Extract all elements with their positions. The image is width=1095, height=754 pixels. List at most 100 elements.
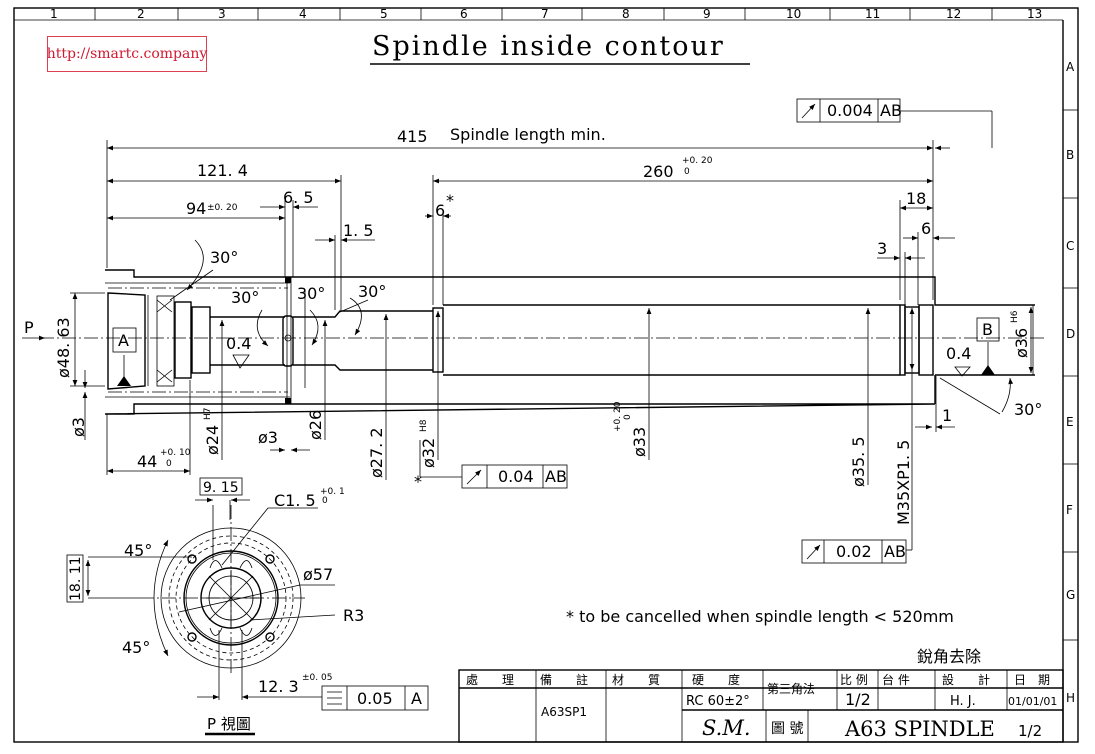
spindle-section: [40, 269, 1045, 415]
runout-icon: [801, 103, 816, 119]
star-mark: *: [414, 472, 422, 491]
dim-dia-33-tol-up: +0. 20: [613, 401, 623, 432]
dimension-texts: 415 Spindle length min. 121. 4 260 +0. 2…: [24, 125, 1042, 525]
p-view-caption: P 視圖: [207, 715, 251, 733]
dim-dia-3: ø3: [258, 428, 278, 447]
row-ruler: A B C D E F G H: [1066, 60, 1075, 705]
gdt-datum: AB: [884, 542, 906, 561]
watermark-link[interactable]: http://smartc.company: [47, 36, 207, 72]
dim-6-star: 6: [435, 201, 445, 220]
column-label: 5: [380, 7, 388, 21]
drawing-number: A63 SPINDLE: [844, 717, 995, 741]
gdt-value: 0.02: [836, 542, 872, 561]
column-label: 2: [137, 7, 145, 21]
gdt-datum: A: [411, 689, 422, 708]
drawing-number-label: 圖 號: [771, 721, 803, 737]
dim-18: 18: [906, 189, 926, 208]
dim-12-3: 12. 3: [258, 677, 299, 696]
column-label: 1: [50, 7, 58, 21]
dim-c1-5-tol-lo: 0: [322, 496, 328, 506]
angle-30: 30°: [210, 248, 238, 267]
hardness-value: RC 60±2°: [686, 694, 750, 709]
dim-121: 121. 4: [197, 161, 248, 180]
header-date: 日 期: [1014, 673, 1050, 687]
runout-icon: [466, 469, 482, 485]
column-label: 9: [703, 7, 711, 21]
dim-260: 260: [643, 162, 674, 181]
header-quantity: 台 件: [882, 672, 910, 687]
dim-6: 6: [921, 219, 931, 238]
dim-18-11: 18. 11: [68, 556, 84, 601]
dim-dia-33-tol-lo: 0: [623, 414, 633, 420]
dim-c1-5-tol-up: +0. 1: [320, 487, 345, 497]
dim-dia-24: ø24: [203, 425, 222, 455]
dim-260-tol-lo: 0: [684, 167, 690, 177]
view-arrow-p: P: [24, 318, 34, 337]
row-label: H: [1066, 691, 1075, 705]
column-label: 13: [1027, 7, 1042, 21]
column-label: 12: [946, 7, 961, 21]
dim-dia-33: ø33: [630, 427, 649, 457]
header-hardness: 硬 度: [692, 672, 740, 687]
dim-dia-48: ø48. 63: [54, 317, 73, 378]
datum-a: A: [118, 331, 129, 350]
company-name: S.M.: [702, 716, 751, 740]
dim-r3: R3: [343, 606, 364, 625]
gdt-value: 0.04: [498, 467, 534, 486]
angle-30: 30°: [231, 288, 259, 307]
column-label: 4: [299, 7, 307, 21]
dim-dia-3-left: ø3: [69, 417, 88, 437]
angle-45: 45°: [122, 638, 150, 657]
dim-260-tol-up: +0. 20: [682, 156, 713, 166]
title-block: 處 理 備 註 材 質 硬 度 第三角法 比 例 台 件 設 計 日 期 A63…: [458, 669, 1064, 743]
dim-dia-36: ø36: [1012, 328, 1031, 358]
gdt-symmetry: 0.05 A: [321, 685, 429, 711]
column-ruler: 1 2 3 4 5 6 7 8 9 10 11 12 13: [50, 7, 1042, 21]
column-label: 3: [218, 7, 226, 21]
date-value: 01/01/01: [1008, 695, 1057, 708]
dim-12-3-tol: ±0. 05: [302, 673, 332, 683]
angle-30: 30°: [1014, 400, 1042, 419]
p-view: 9. 15 C1. 5 +0. 1 0 45° 45° 18. 11 ø57 R…: [66, 477, 429, 736]
angle-30: 30°: [297, 284, 325, 303]
dim-overall-label: Spindle length min.: [450, 125, 606, 144]
row-label: F: [1066, 503, 1073, 517]
angle-30: 30°: [358, 282, 386, 301]
symmetry-icon: [327, 691, 342, 705]
roughness-0-4: 0.4: [946, 344, 971, 363]
runout-icon: [806, 544, 821, 560]
header-designer: 設 計: [942, 672, 990, 687]
datum-b: B: [982, 320, 993, 339]
row-label: D: [1066, 327, 1075, 341]
column-label: 8: [622, 7, 630, 21]
designer-value: H. J.: [950, 694, 976, 709]
scale-value: 1/2: [845, 690, 871, 709]
dim-dia-26: ø26: [306, 410, 325, 440]
note-text: * to be cancelled when spindle length < …: [566, 607, 954, 626]
column-label: 11: [865, 7, 880, 21]
gdt-datum: AB: [880, 101, 902, 120]
header-projection: 第三角法: [767, 682, 815, 696]
gdt-datum: AB: [545, 467, 567, 486]
dim-overall: 415: [397, 127, 428, 146]
roughness-0-4: 0.4: [226, 334, 251, 353]
gdt-value: 0.004: [827, 101, 873, 120]
dim-94: 94: [186, 199, 206, 218]
drawing-title: Spindle inside contour: [372, 31, 725, 62]
gdt-value: 0.05: [357, 689, 393, 708]
dim-9-15: 9. 15: [203, 480, 239, 496]
header-remarks: 備 註: [540, 672, 588, 687]
gdt-runout-right: 0.02 AB: [801, 539, 907, 564]
dim-dia-35: ø35. 5: [849, 437, 868, 488]
remarks-value: A63SP1: [541, 705, 587, 719]
header-material: 材 質: [612, 672, 660, 687]
column-label: 6: [460, 7, 468, 21]
row-label: G: [1066, 588, 1075, 602]
row-label: A: [1066, 60, 1075, 74]
row-label: C: [1066, 239, 1074, 253]
dim-44-tol-lo: 0: [166, 459, 172, 469]
dim-dia-27: ø27. 2: [367, 428, 386, 479]
star-mark: *: [446, 191, 454, 210]
dim-6-5: 6. 5: [283, 188, 314, 207]
